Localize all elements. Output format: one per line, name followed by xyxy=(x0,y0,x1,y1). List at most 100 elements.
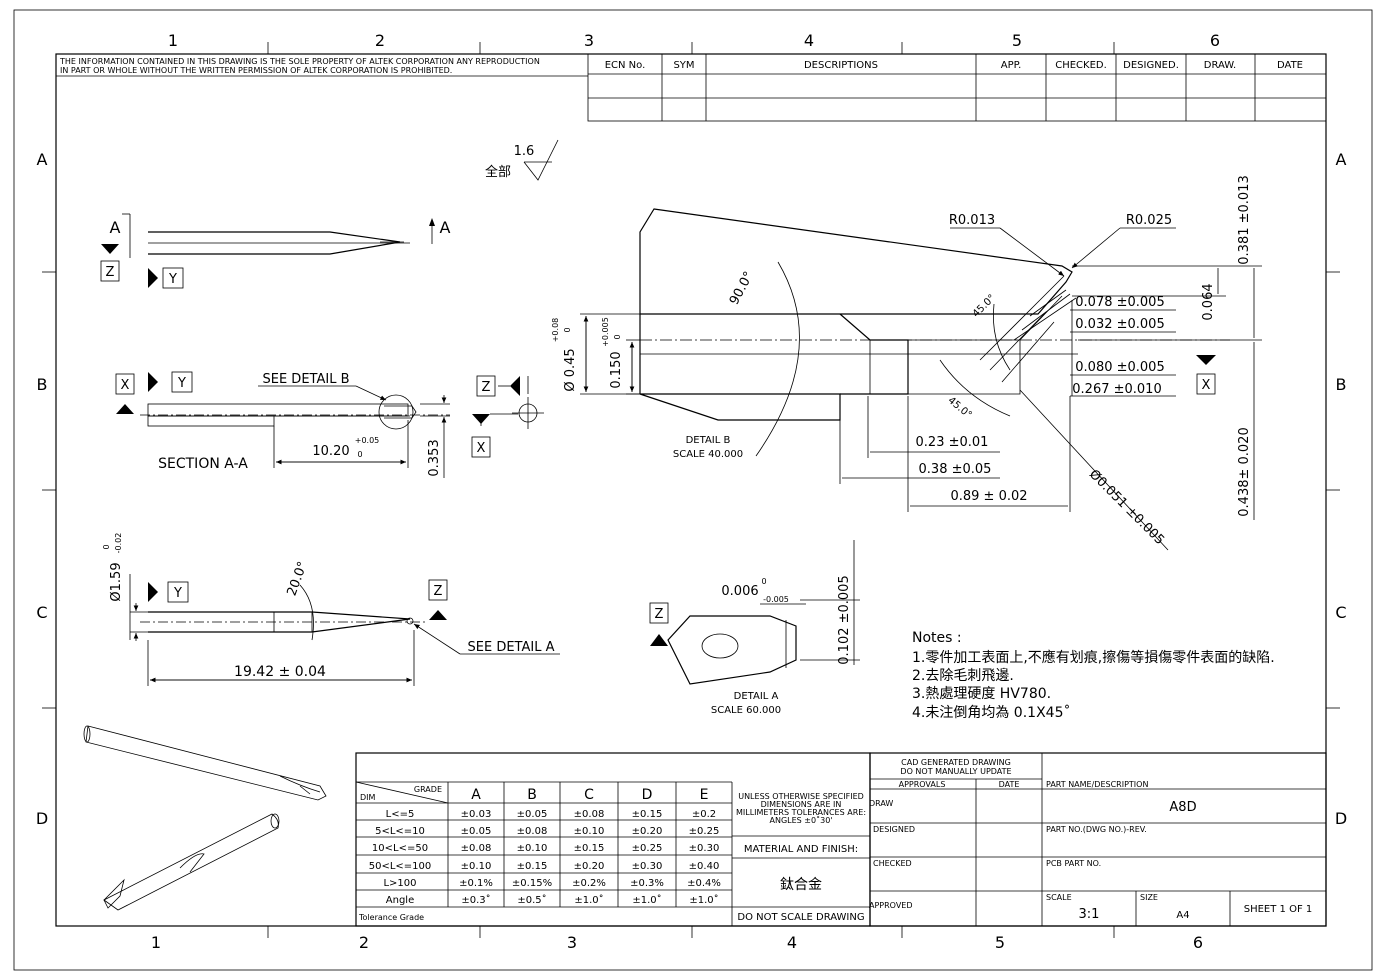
size-label: SIZE xyxy=(1140,893,1158,902)
dim-023: 0.23 ±0.01 xyxy=(916,435,989,450)
dia-1-59-tol-lower: -0.02 xyxy=(114,533,123,554)
rev-header-app: APP. xyxy=(1001,60,1022,71)
grade-label: GRADE xyxy=(414,785,442,794)
unless-line-4: ANGLES ±0˚30' xyxy=(770,815,833,825)
designed-label: DESIGNED xyxy=(873,825,915,834)
dim-19-42: 19.42 ± 0.04 xyxy=(234,664,326,680)
part-name-label: PART NAME/DESCRIPTION xyxy=(1046,780,1148,789)
dim-0-353: 0.353 xyxy=(427,439,442,476)
datum-y-top: Y xyxy=(168,272,177,287)
dim-0150: 0.150 xyxy=(609,351,624,388)
tolerance-row-label: 50<L<=100 xyxy=(369,861,432,872)
zone-col-4-bottom: 4 xyxy=(787,933,797,952)
disclaimer-line-2: IN PART OR WHOLE WITHOUT THE WRITTEN PER… xyxy=(60,66,452,75)
dim-0006-tol-upper: 0 xyxy=(761,577,766,586)
tolerance-row-label: L>100 xyxy=(383,878,416,889)
dim-0006-tol-lower: -0.005 xyxy=(763,595,789,604)
tolerance-cell: ±0.08 xyxy=(461,843,492,854)
surface-finish-value: 1.6 xyxy=(514,144,535,159)
dia-1-59-tol-upper: 0 xyxy=(102,544,111,549)
dim-0080: 0.080 ±0.005 xyxy=(1075,360,1164,375)
tolerance-cell: ±0.20 xyxy=(632,826,663,837)
pin-side-view: Ø1.59 0 -0.02 Y 20.0° Z SEE DETAIL A 19.… xyxy=(102,533,560,686)
tolerance-cell: ±0.15% xyxy=(512,878,552,889)
tolerance-cell: ±0.30 xyxy=(632,861,663,872)
title-block: CAD GENERATED DRAWING DO NOT MANUALLY UP… xyxy=(869,752,1327,927)
tolerance-cell: ±0.08 xyxy=(574,809,605,820)
dim-0150-tol-upper: +0.005 xyxy=(601,317,610,347)
draw-label: DRAW xyxy=(869,799,893,808)
datum-y-side: Y xyxy=(173,586,182,601)
rev-header-descriptions: DESCRIPTIONS xyxy=(804,60,878,71)
detail-a-view: Z 0.006 0 -0.005 0.102 ±0.005 DETAIL A S… xyxy=(649,540,860,716)
tolerance-row-label: 5<L<=10 xyxy=(375,826,425,837)
tolerance-rows: L<=5±0.03±0.05±0.08±0.15±0.25<L<=10±0.05… xyxy=(369,809,721,906)
date-header: DATE xyxy=(999,780,1020,789)
dim-0438: 0.438± 0.020 xyxy=(1237,427,1252,516)
cad-generated-line-2: DO NOT MANUALLY UPDATE xyxy=(900,767,1011,776)
tolerance-cell: ±0.30 xyxy=(689,843,720,854)
dim-0102: 0.102 ±0.005 xyxy=(837,575,852,664)
tolerance-cell: ±0.15 xyxy=(574,843,605,854)
pin-top-view: A A Z Y xyxy=(100,213,451,289)
notes-title: Notes : xyxy=(912,630,962,646)
dim-10-20-tol-upper: +0.05 xyxy=(355,436,380,445)
unless-line-3: MILLIMETERS TOLERANCES ARE: xyxy=(736,808,866,817)
zone-labels: 1 2 3 4 5 6 1 2 3 4 5 6 A B C D A B C D xyxy=(36,31,1347,952)
see-detail-b-label: SEE DETAIL B xyxy=(263,372,350,387)
zone-col-2-bottom: 2 xyxy=(359,933,369,952)
datum-x-detail: X xyxy=(1202,378,1211,393)
dim-0078: 0.078 ±0.005 xyxy=(1075,295,1164,310)
tolerance-cell: ±0.03 xyxy=(461,809,492,820)
zone-row-d-right: D xyxy=(1335,809,1347,828)
datum-z-side: Z xyxy=(434,584,443,599)
dim-0006: 0.006 xyxy=(721,584,758,599)
tolerance-cell: ±0.25 xyxy=(632,843,663,854)
zone-col-6-top: 6 xyxy=(1210,31,1220,50)
pcb-part-label: PCB PART NO. xyxy=(1046,859,1101,868)
dim-10-20-tol-lower: 0 xyxy=(357,450,362,459)
detail-b-view: DETAIL B SCALE 40.000 R0.013 R0.025 90.0… xyxy=(551,175,1262,551)
dim-0032: 0.032 ±0.005 xyxy=(1075,317,1164,332)
zone-col-6-bottom: 6 xyxy=(1193,933,1203,952)
section-a-a-view: X Y SEE DETAIL B SECTION A-A 10.20 +0.05… xyxy=(115,371,450,478)
revision-table: ECN No. SYM DESCRIPTIONS APP. CHECKED. D… xyxy=(587,53,1327,122)
grade-e: E xyxy=(700,787,709,803)
rev-header-draw: DRAW. xyxy=(1204,60,1236,71)
tolerance-row-label: 10<L<=50 xyxy=(372,843,428,854)
zone-row-a-right: A xyxy=(1336,150,1347,169)
dim-0150-tol-lower: 0 xyxy=(613,334,622,339)
zone-col-5-top: 5 xyxy=(1012,31,1022,50)
zone-col-4-top: 4 xyxy=(804,31,814,50)
angle-20: 20.0° xyxy=(285,560,311,598)
tolerance-cell: ±0.05 xyxy=(517,809,548,820)
angle-45-lower: 45.0° xyxy=(946,395,974,421)
tolerance-cell: ±0.1% xyxy=(459,878,493,889)
part-no-label: PART NO.(DWG NO.)-REV. xyxy=(1046,825,1147,834)
zone-col-3-top: 3 xyxy=(584,31,594,50)
dim-0381: 0.381 ±0.013 xyxy=(1237,175,1252,264)
tolerance-cell: ±1.0˚ xyxy=(689,894,718,906)
zone-row-c-right: C xyxy=(1335,603,1346,622)
notes-block: Notes : 1.零件加工表面上,不應有划痕,擦傷等損傷零件表面的缺陷. 2.… xyxy=(912,630,1275,721)
dim-038: 0.38 ±0.05 xyxy=(919,462,992,477)
cad-generated-line-1: CAD GENERATED DRAWING xyxy=(901,758,1011,767)
zone-col-3-bottom: 3 xyxy=(567,933,577,952)
tolerance-cell: ±0.20 xyxy=(574,861,605,872)
end-view: Z X xyxy=(471,375,544,458)
approved-label: APPROVED xyxy=(869,901,913,910)
tolerance-cell: ±0.40 xyxy=(689,861,720,872)
dia-045-tol-lower: 0 xyxy=(563,327,572,332)
grade-d: D xyxy=(642,787,653,803)
rev-header-checked: CHECKED. xyxy=(1055,60,1107,71)
tolerance-grade-footer: Tolerance Grade xyxy=(358,913,424,922)
tolerance-cell: ±0.15 xyxy=(632,809,663,820)
grade-c: C xyxy=(584,787,594,803)
zone-col-1-bottom: 1 xyxy=(151,933,161,952)
zone-col-1-top: 1 xyxy=(168,31,178,50)
tolerance-cell: ±0.3˚ xyxy=(461,894,490,906)
radius-r0025: R0.025 xyxy=(1126,213,1172,228)
size-value: A4 xyxy=(1176,910,1189,921)
detail-b-scale: SCALE 40.000 xyxy=(673,449,743,460)
disclaimer-line-1: THE INFORMATION CONTAINED IN THIS DRAWIN… xyxy=(59,57,540,66)
